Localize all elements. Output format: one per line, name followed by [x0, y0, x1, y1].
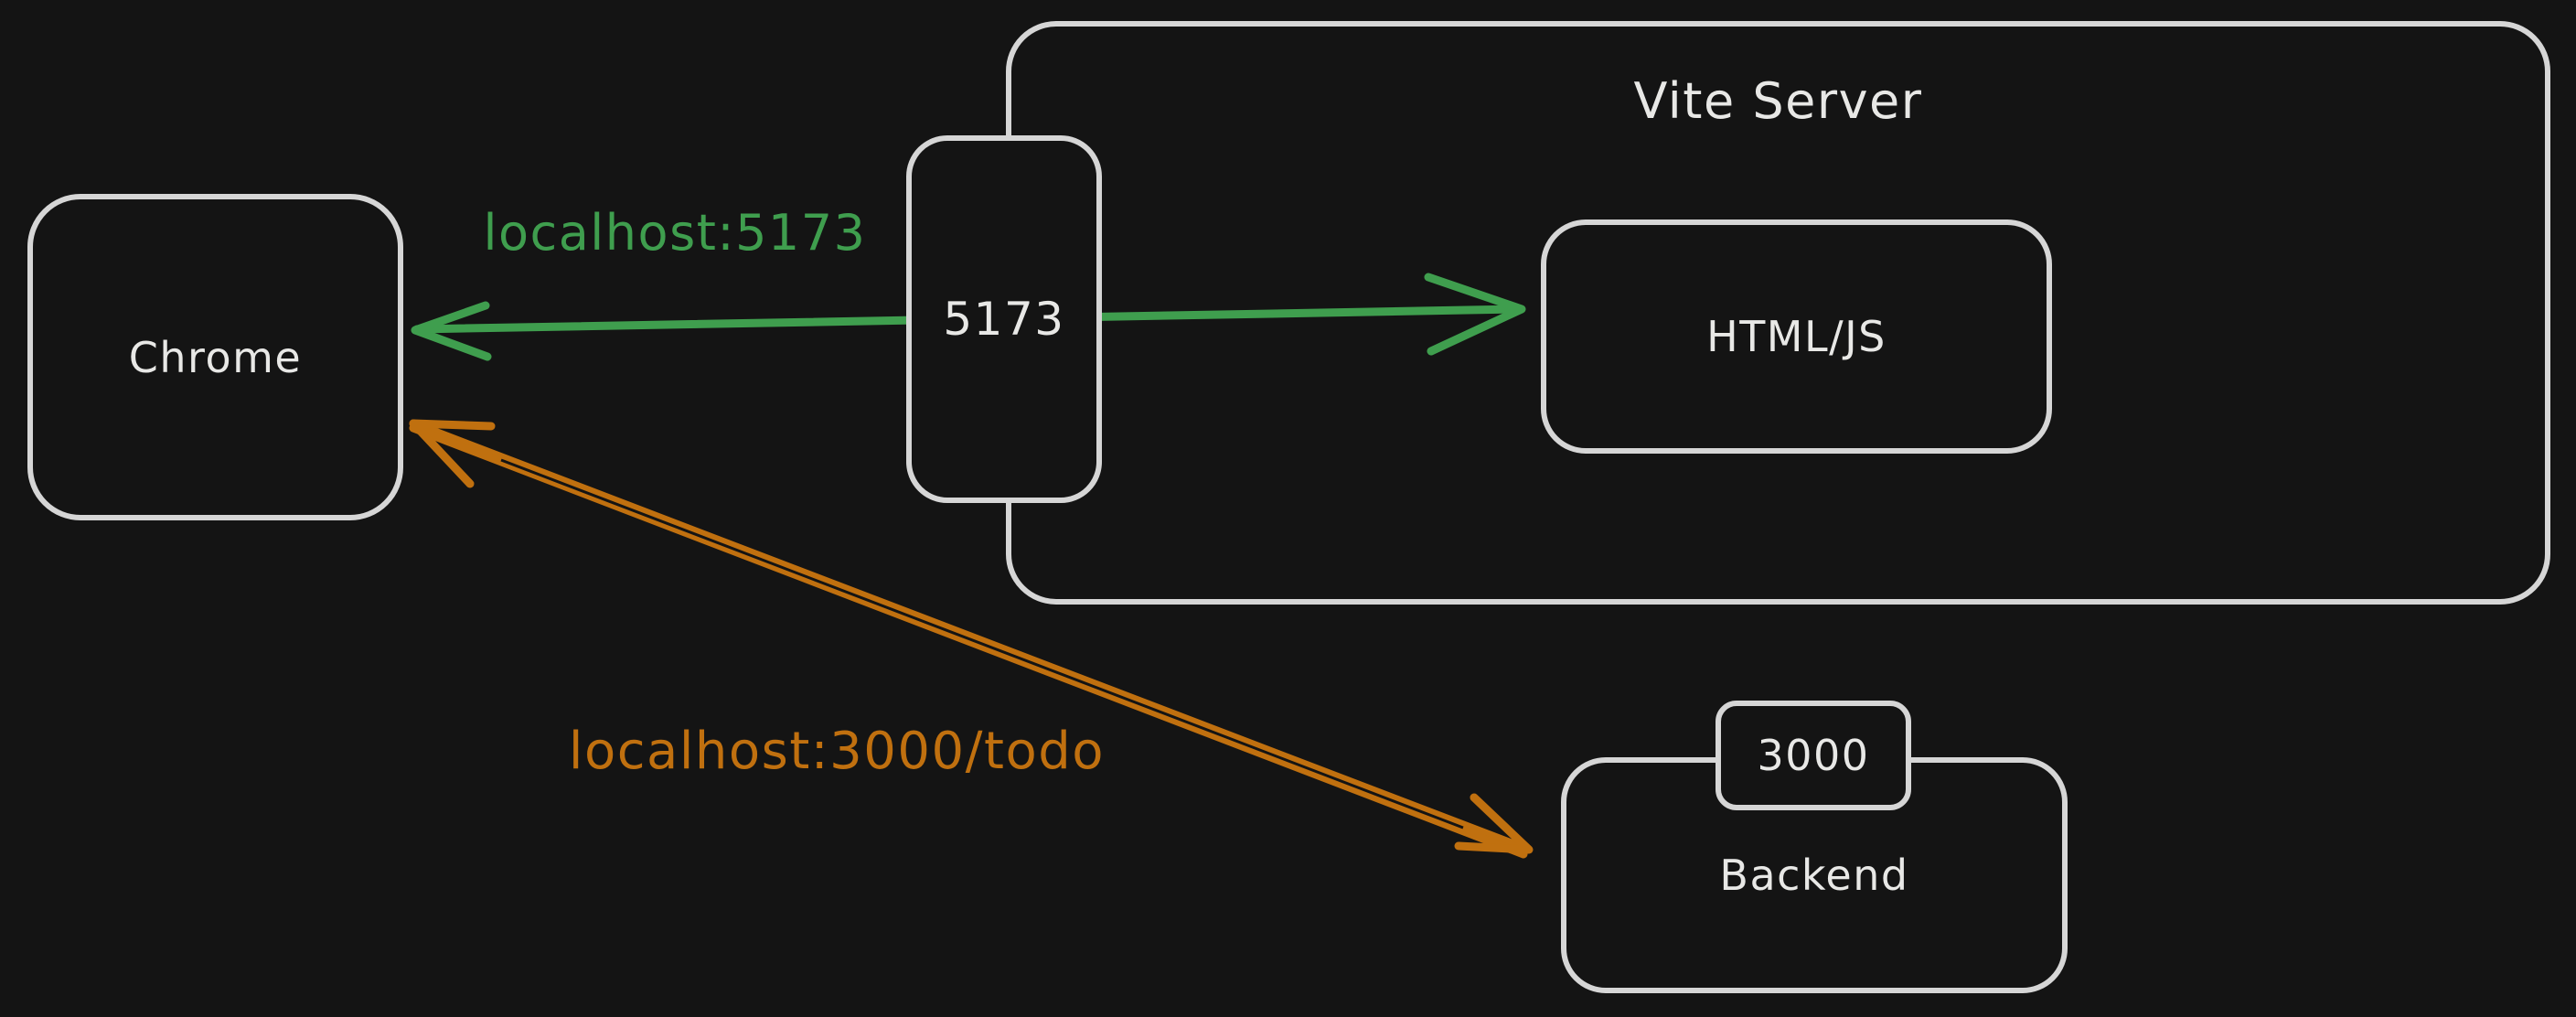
api-arrow-shaft	[409, 419, 1533, 854]
api-arrow-stroke-gap	[500, 458, 1464, 830]
chrome-box	[27, 194, 403, 520]
api-arrowhead-left	[409, 419, 496, 488]
api-arrow	[409, 419, 1534, 859]
api-arrow-shaft-doublestroke	[409, 423, 1528, 859]
api-arrowhead-right	[1454, 793, 1534, 854]
port-3000-box	[1716, 701, 1911, 810]
dev-server-arrowhead-left	[411, 301, 492, 361]
dev-server-arrowhead-right	[1424, 273, 1526, 356]
html-js-box	[1541, 219, 2052, 454]
port-5173-box	[906, 135, 1102, 503]
